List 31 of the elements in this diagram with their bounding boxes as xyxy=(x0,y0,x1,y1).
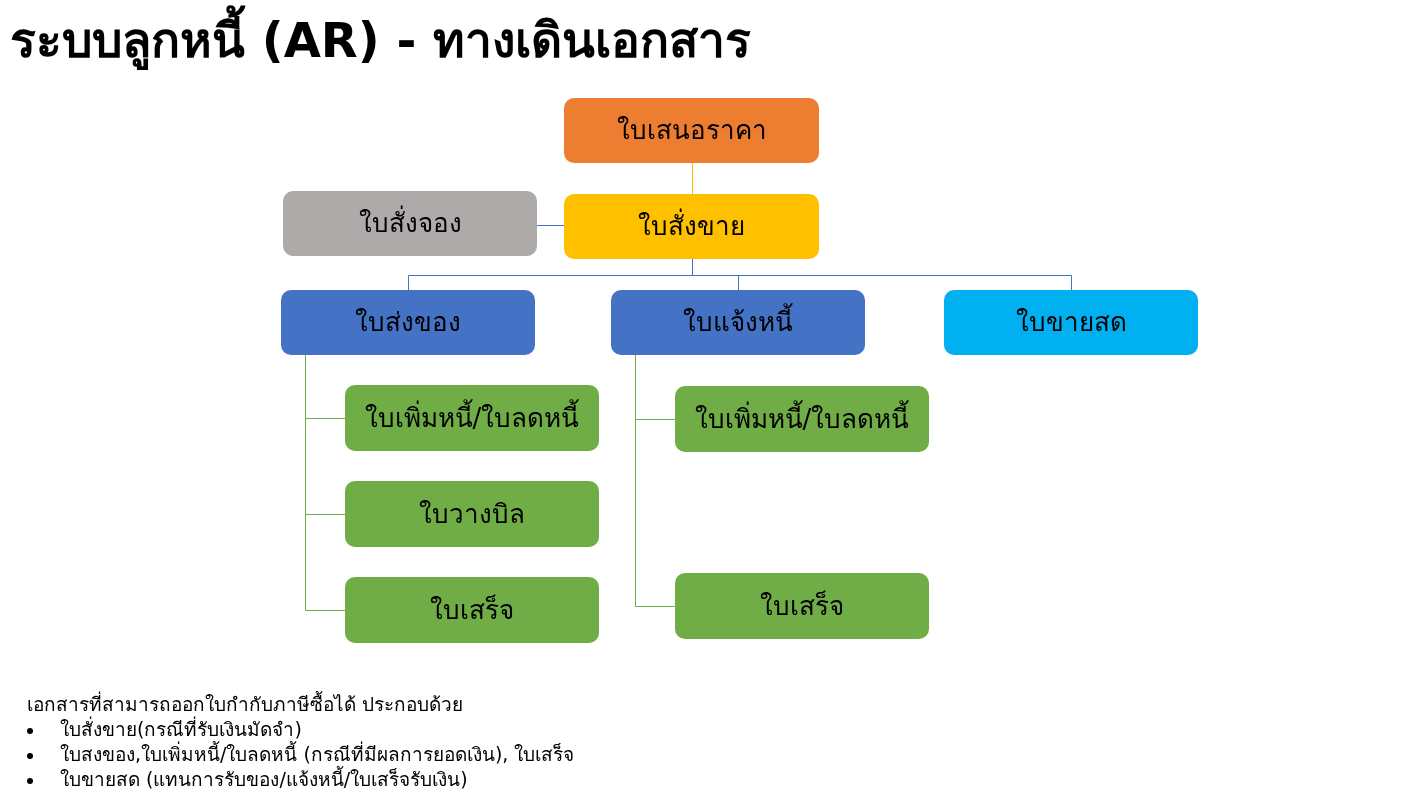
document-label: ใบวางบิล xyxy=(419,497,525,531)
connector-line xyxy=(635,354,676,607)
list-item-text: ใบสั่งขาย(กรณีที่รับเงินมัดจำ) xyxy=(60,717,302,741)
document-box xyxy=(944,290,1198,355)
document-label: ใบสั่งจอง xyxy=(358,204,462,243)
note-text: เอกสารที่สามารถออกใบกำกับภาษีซื้อได้ ประกอบด้วย xyxy=(27,692,465,716)
document-label: ใบส่งของ xyxy=(355,306,461,339)
list-item-text: ใบขายสด (แทนการรับของ/แจ้งหนี้/ใบเสร็จรับเงิน) xyxy=(60,767,468,792)
document-box xyxy=(283,191,537,256)
document-label: ใบสั่งขาย xyxy=(638,207,745,246)
document-box xyxy=(345,385,599,451)
document-label: ใบขายสด xyxy=(1015,306,1127,339)
document-box xyxy=(345,577,599,643)
document-label: ใบเสร็จ xyxy=(430,593,514,627)
document-box xyxy=(564,98,819,163)
document-label: ใบเสนอราคา xyxy=(616,114,767,147)
document-box xyxy=(611,290,865,355)
connector-line xyxy=(692,162,693,195)
connector-line xyxy=(305,354,346,611)
connector-line xyxy=(536,225,565,226)
document-box xyxy=(675,386,929,452)
document-box xyxy=(564,194,819,259)
page-title: ระบบลูกหนี้ (AR) - ทางเดินเอกสาร xyxy=(10,4,752,76)
document-box xyxy=(345,481,599,547)
document-label: ใบแจ้งหนี้ xyxy=(683,303,793,342)
document-label: ใบเพิ่มหนี้/ใบลดหนี้ xyxy=(694,399,910,439)
document-label: ใบเสร็จ xyxy=(760,589,844,623)
document-box xyxy=(281,290,535,355)
list-item-text: ใบสงของ,ใบเพิ่มหนี้/ใบลดหนี้ (กรณีที่มีผลการยอดเงิน), ใบเสร็จ xyxy=(60,742,575,766)
document-label: ใบเพิ่มหนี้/ใบลดหนี้ xyxy=(364,398,580,438)
document-box xyxy=(675,573,929,639)
